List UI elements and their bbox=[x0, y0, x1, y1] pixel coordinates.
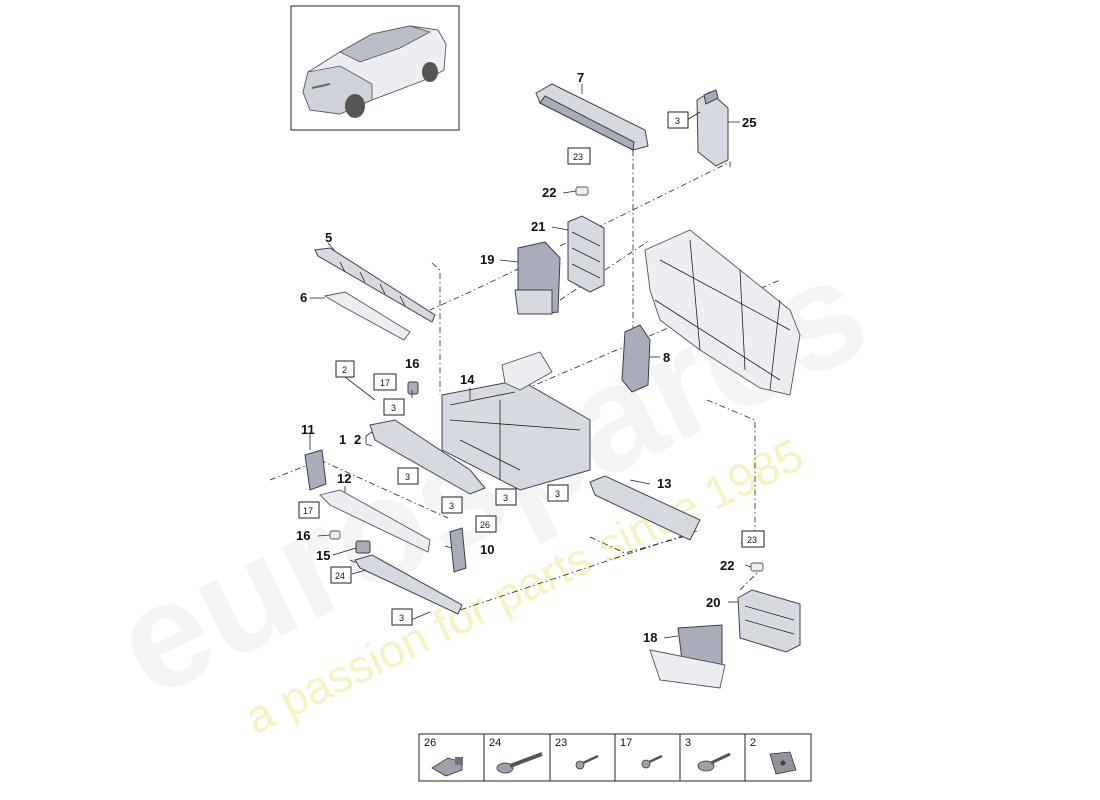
callout-21: 21 bbox=[531, 219, 545, 234]
callout-22-lower: 22 bbox=[720, 558, 734, 573]
callout-2: 2 bbox=[354, 432, 361, 447]
part-16-lower bbox=[329, 530, 341, 540]
callout-7: 7 bbox=[577, 70, 584, 85]
callout-1: 1 bbox=[339, 432, 346, 447]
part-14-shroud bbox=[441, 351, 591, 491]
bolt-long-icon bbox=[496, 752, 543, 774]
part-20-18 bbox=[649, 562, 801, 689]
connector-icon bbox=[431, 757, 463, 777]
screw-icon bbox=[575, 754, 599, 770]
boxref-17-lower: 17 bbox=[303, 506, 313, 516]
callout-10: 10 bbox=[480, 542, 494, 557]
boxref-3-c: 3 bbox=[449, 501, 454, 511]
callout-13: 13 bbox=[657, 476, 671, 491]
part-8 bbox=[621, 324, 651, 393]
callout-16-upper: 16 bbox=[405, 356, 419, 371]
leader-lines bbox=[309, 84, 752, 639]
callout-5: 5 bbox=[325, 230, 332, 245]
callout-11: 11 bbox=[301, 422, 315, 437]
flange-bolt-icon bbox=[697, 752, 731, 772]
part-21-19 bbox=[514, 215, 605, 315]
part-10 bbox=[449, 527, 467, 573]
callout-18: 18 bbox=[643, 630, 657, 645]
part-5-6 bbox=[314, 247, 436, 341]
part-25 bbox=[696, 89, 729, 167]
callout-20: 20 bbox=[706, 595, 720, 610]
part-13 bbox=[589, 475, 701, 541]
part-air-duct-upper bbox=[535, 83, 649, 151]
callout-labels: 7 25 22 21 19 5 6 8 16 14 11 1 2 12 13 1… bbox=[296, 70, 756, 645]
part-22-clip bbox=[575, 186, 589, 196]
boxref-3-a: 3 bbox=[391, 403, 396, 413]
part-1-2-bracket bbox=[369, 419, 486, 495]
boxref-3-b: 3 bbox=[405, 472, 410, 482]
callout-12: 12 bbox=[337, 471, 351, 486]
legend-label-23: 23 bbox=[555, 737, 567, 749]
boxref-3-e: 3 bbox=[555, 489, 560, 499]
boxed-refs: 23 3 2 17 3 3 3 3 3 26 17 24 3 23 bbox=[298, 111, 765, 626]
callout-16-lower: 16 bbox=[296, 528, 310, 543]
part-16-upper bbox=[407, 381, 419, 395]
fastener-legend: 26 24 23 17 3 2 bbox=[418, 733, 812, 782]
legend-label-26: 26 bbox=[424, 737, 436, 749]
callout-6: 6 bbox=[300, 290, 307, 305]
legend-label-17: 17 bbox=[620, 737, 632, 749]
screw-small-icon bbox=[641, 754, 663, 769]
vehicle-thumbnail bbox=[290, 5, 460, 131]
boxref-26: 26 bbox=[480, 520, 490, 530]
legend-label-24: 24 bbox=[489, 737, 501, 749]
legend-label-2: 2 bbox=[750, 737, 756, 749]
callout-14: 14 bbox=[460, 372, 475, 387]
boxref-23-lower: 23 bbox=[747, 535, 757, 545]
nut-plate-icon bbox=[769, 751, 797, 775]
callout-8: 8 bbox=[663, 350, 670, 365]
part-12 bbox=[319, 489, 431, 553]
boxref-17-upper: 17 bbox=[380, 378, 390, 388]
boxref-24: 24 bbox=[335, 571, 345, 581]
callout-15: 15 bbox=[316, 548, 330, 563]
part-15-lower-bar bbox=[354, 540, 463, 615]
boxref-3-d: 3 bbox=[503, 493, 508, 503]
boxref-3-top: 3 bbox=[675, 116, 680, 126]
part-11 bbox=[304, 449, 327, 491]
part-radiator-frame bbox=[644, 229, 801, 396]
callout-19: 19 bbox=[480, 252, 494, 267]
boxref-3-f: 3 bbox=[399, 613, 404, 623]
callout-25: 25 bbox=[742, 115, 756, 130]
legend-label-3: 3 bbox=[685, 737, 691, 749]
boxref-2: 2 bbox=[342, 365, 347, 375]
boxref-23-upper: 23 bbox=[573, 152, 583, 162]
callout-22-upper: 22 bbox=[542, 185, 556, 200]
